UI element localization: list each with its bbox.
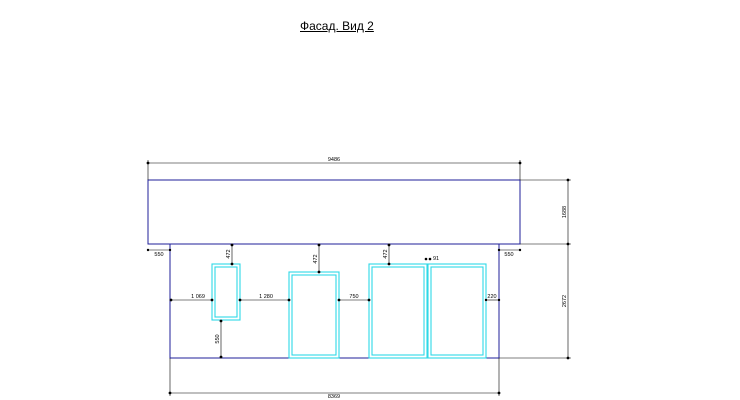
dimension-roof-height: 1688 [520, 178, 571, 246]
dimension-wall-height-label: 2672 [562, 295, 568, 307]
dimension-top-width-label: 9486 [328, 157, 340, 163]
dimension-roof-height-label: 1688 [562, 206, 568, 218]
window-small [211, 263, 241, 321]
dimension-window3-top-label: 472 [383, 249, 389, 258]
dimension-left-offset-label: 1 069 [191, 294, 205, 300]
dimension-sill-height-label: 550 [215, 334, 221, 343]
dimension-wall-height: 2672 [499, 244, 571, 360]
dimension-right-offset-label: 220 [487, 294, 496, 300]
dimension-gap1: 1 280 [238, 294, 291, 302]
dimension-sill-height: 550 [215, 319, 223, 359]
dimension-window2-top-label: 472 [313, 254, 319, 263]
window-door [288, 271, 340, 359]
dimension-window1-top: 472 [226, 243, 234, 266]
window-double-right [427, 263, 487, 359]
dimension-gap2: 750 [337, 294, 371, 302]
dimension-window1-top-label: 472 [226, 249, 232, 258]
roof-outline [147, 179, 521, 245]
drawing-title: Фасад. Вид 2 [300, 19, 374, 33]
dimension-left-overhang: 550 [146, 248, 172, 258]
dimension-mullion: 91 [424, 256, 439, 262]
dimension-right-offset: 220 [484, 294, 501, 302]
dimension-bottom-width-label: 8369 [328, 394, 340, 400]
window-double-left [368, 263, 428, 359]
dimension-left-overhang-label: 550 [154, 252, 163, 258]
dimension-right-overhang-label: 550 [504, 252, 513, 258]
dimension-top-width: 9486 [146, 157, 522, 180]
dimension-right-overhang: 550 [497, 248, 522, 258]
dimension-window3-top: 472 [383, 243, 391, 266]
dimension-left-offset: 1 069 [169, 294, 214, 302]
dimension-window2-top: 472 [313, 243, 321, 274]
dimension-gap2-label: 750 [349, 294, 358, 300]
dimension-mullion-label: 91 [433, 256, 439, 262]
dimension-bottom-width: 8369 [168, 358, 501, 400]
dimension-gap1-label: 1 280 [259, 294, 273, 300]
